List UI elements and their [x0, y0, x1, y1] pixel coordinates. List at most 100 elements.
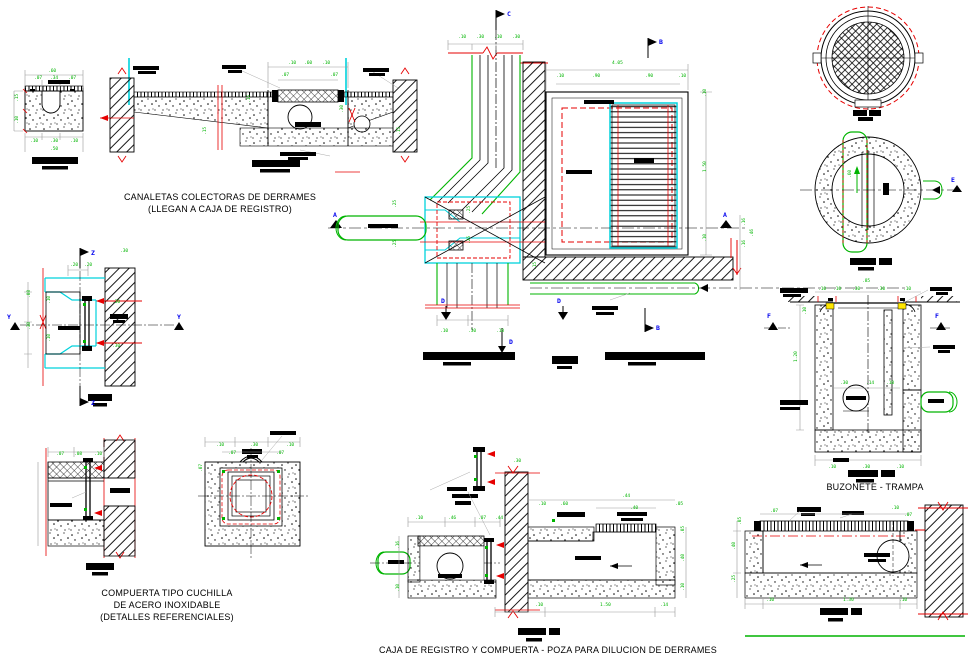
label-compuerta: COMPUERTA TIPO CUCHILLA DE ACERO INOXIDA… [67, 587, 267, 623]
poza-foundation [527, 579, 676, 599]
title-bar [853, 110, 867, 116]
micro-label [842, 511, 864, 515]
micro-label [48, 80, 70, 84]
wall-horizontal [522, 256, 734, 281]
gate-detail-blade [476, 450, 482, 488]
dim-label: .10 [496, 328, 504, 334]
label-caja: CAJA DE REGISTRO Y COMPUERTA - POZA PARA… [323, 644, 773, 656]
dim-label: .10 [891, 505, 899, 511]
poza-slab [527, 526, 595, 542]
dim-label: .46 [448, 515, 456, 521]
dim-label: .07 [34, 75, 42, 81]
pipe-circle [436, 552, 464, 580]
section-letter: B [659, 38, 663, 46]
dim-label: .30 [250, 442, 258, 448]
section-flag-b2 [645, 324, 654, 332]
dim-lines [733, 513, 918, 609]
title-bar [423, 352, 515, 360]
inlet-pipe-green [337, 215, 427, 241]
dim-label: 1.30 [843, 597, 854, 603]
dim-label: .16 [741, 218, 747, 226]
micro-label [242, 449, 262, 454]
micro-label [846, 396, 866, 400]
dim-label: .25 [466, 236, 472, 244]
dim-label: .10 [828, 464, 836, 470]
foundation [239, 127, 394, 147]
detail-canaletas-long-section [100, 58, 418, 173]
channel-cyan [44, 277, 105, 369]
label-caja-line1: CAJA DE REGISTRO Y COMPUERTA - POZA PARA… [379, 645, 717, 655]
wall-left [109, 77, 135, 153]
section-flag-z2 [80, 398, 89, 406]
dim-label: 4.05 [612, 60, 623, 66]
dim-label: .30 [513, 458, 521, 464]
dim-label: .10 [94, 451, 102, 457]
dim-label: .30 [120, 248, 128, 254]
title-bar [605, 352, 705, 360]
dim-label: .10 [702, 234, 708, 242]
dim-label: .30 [512, 34, 520, 40]
dim-label: .07 [228, 450, 236, 456]
dim-label: .10 [538, 501, 546, 507]
dim-label: .44 [495, 515, 503, 521]
section-marker-d3 [498, 346, 506, 353]
dim-label: .10 [678, 73, 686, 79]
dim-label: .05 [680, 526, 686, 534]
label-canaletas-line1: CANALETAS COLECTORAS DE DERRAMES [123, 192, 317, 202]
title-bar-sub [260, 169, 290, 173]
dim-label: .10 [395, 584, 401, 592]
dim-label: .30 [50, 138, 58, 144]
dim-label: .30 [26, 322, 32, 330]
title-bar [848, 470, 878, 477]
dim-label: .30 [862, 464, 870, 470]
dim-label: .10 [458, 34, 466, 40]
outlet-channel-green [530, 282, 700, 295]
label-buzonete-line1: BUZONETE - TRAMPA [826, 482, 924, 492]
micro-label [557, 512, 585, 517]
channel-green-lines [429, 55, 521, 215]
section-letter: Z [91, 399, 95, 407]
dim-label: .30 [476, 34, 484, 40]
section-marker-e [952, 185, 962, 192]
dim-label: .90 [645, 73, 653, 79]
micro-label [222, 65, 246, 69]
dim-label: .07 [770, 508, 778, 514]
title-bar-sub [42, 166, 68, 170]
wall-left [744, 530, 764, 574]
micro-label [930, 287, 952, 291]
dim-label: .20 [70, 262, 78, 268]
label-buzonete: BUZONETE - TRAMPA [795, 481, 955, 493]
dim-label: 1.50 [600, 602, 611, 608]
dim-label: .10 [802, 307, 808, 315]
dim-label: .07 [330, 72, 338, 78]
section-flag-c [496, 10, 505, 18]
dim-label: .15 [246, 95, 252, 103]
dim-label: .15 [532, 262, 538, 270]
dim-label: .30 [339, 105, 345, 113]
section-marker-y2 [174, 322, 184, 330]
dim-label: .40 [630, 505, 638, 511]
dim-label: .08 [26, 290, 32, 298]
micro-label [592, 306, 618, 310]
dim-label: .07 [281, 72, 289, 78]
micro-label [584, 100, 614, 104]
micro-label [566, 170, 592, 174]
dim-label: .05 [737, 517, 743, 525]
dim-label: .16 [741, 240, 747, 248]
dim-label: .60 [847, 170, 853, 178]
dim-label: .25 [392, 200, 398, 208]
dim-label: .10 [14, 116, 20, 124]
dim-label: .10 [70, 138, 78, 144]
scale-block [552, 356, 578, 364]
detail-buzonete-plan [800, 131, 962, 271]
junction-box-cyan [424, 196, 521, 264]
micro-label [363, 68, 389, 72]
grating-slab [759, 520, 909, 532]
title-bar [88, 394, 112, 401]
micro-label [780, 288, 808, 293]
dim-label: .60 [48, 68, 56, 74]
dim-label: .85 [862, 278, 870, 284]
dim-label: .10 [322, 60, 330, 66]
section-letter: Y [177, 313, 181, 321]
wall-right [392, 79, 418, 153]
